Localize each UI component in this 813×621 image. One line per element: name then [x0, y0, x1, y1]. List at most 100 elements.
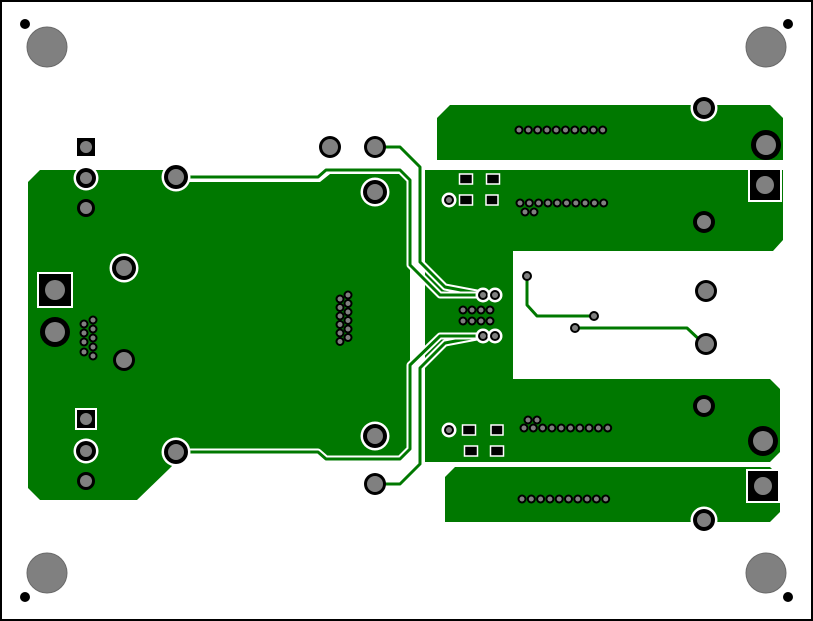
- via-drill: [536, 200, 542, 206]
- via-drill: [593, 496, 599, 502]
- via-drill: [525, 417, 531, 423]
- square-pad-drill: [80, 141, 92, 153]
- through-hole-pad-drill: [753, 431, 773, 451]
- through-hole-pad-drill: [367, 139, 383, 155]
- through-hole-pad-drill: [80, 445, 92, 457]
- via-drill: [553, 127, 559, 133]
- via-drill: [460, 307, 466, 313]
- via-drill: [534, 417, 540, 423]
- through-hole-pad-drill: [756, 135, 776, 155]
- via-drill: [478, 307, 484, 313]
- via-drill: [601, 200, 607, 206]
- via-drill: [446, 427, 452, 433]
- trace: [375, 334, 483, 486]
- through-hole-pad-drill: [697, 215, 711, 229]
- via-drill: [345, 292, 351, 298]
- smd-pad: [461, 424, 477, 436]
- via-drill: [568, 425, 573, 431]
- trace: [176, 168, 493, 297]
- through-hole-pad-drill: [698, 336, 714, 352]
- through-hole-pad-drill: [698, 283, 714, 299]
- via-drill: [573, 200, 579, 206]
- via-drill: [564, 200, 569, 206]
- via-drill: [487, 307, 493, 313]
- through-hole-pad-drill: [168, 169, 184, 185]
- square-pad-drill: [45, 280, 65, 300]
- through-hole-pad-drill: [45, 322, 65, 342]
- smd-pad: [458, 173, 474, 185]
- via-drill: [603, 496, 609, 502]
- trace: [375, 145, 483, 296]
- square-pad-drill: [80, 413, 92, 425]
- via-drill: [492, 292, 498, 298]
- fiducial: [783, 592, 793, 602]
- via-drill: [566, 496, 571, 502]
- via-drill: [563, 127, 568, 133]
- via-drill: [460, 318, 466, 324]
- via-drill: [556, 496, 562, 502]
- via-drill: [554, 200, 560, 206]
- via-drill: [595, 425, 601, 431]
- smd-pad: [489, 445, 505, 457]
- via-drill: [530, 425, 536, 431]
- through-hole-pad-drill: [80, 475, 92, 487]
- via-drill: [581, 127, 587, 133]
- via-drill: [591, 313, 597, 319]
- via-drill: [547, 496, 553, 502]
- right-pour: [425, 170, 783, 462]
- via-drill: [590, 127, 596, 133]
- via-drill: [575, 496, 581, 502]
- via-drill: [549, 425, 555, 431]
- via-drill: [600, 127, 606, 133]
- via-drill: [531, 209, 537, 215]
- via-drill: [540, 425, 546, 431]
- through-hole-pad-drill: [697, 399, 711, 413]
- via-drill: [577, 425, 583, 431]
- top-right-pour: [437, 105, 783, 160]
- mounting-hole: [26, 26, 68, 68]
- bottom-right-pour: [445, 467, 780, 522]
- copper-pours: [28, 105, 783, 522]
- through-hole-pad-drill: [116, 352, 132, 368]
- via-drill: [538, 496, 544, 502]
- via-drill: [90, 353, 96, 359]
- via-drill: [480, 333, 486, 339]
- via-drill: [345, 318, 351, 323]
- left-pour: [28, 170, 410, 500]
- through-hole-pad-drill: [168, 444, 184, 460]
- via-drill: [522, 209, 528, 215]
- via-drill: [572, 325, 578, 331]
- via-drill: [478, 318, 484, 324]
- through-hole-pad-drill: [116, 260, 132, 276]
- fiducial: [783, 19, 793, 29]
- via-drill: [90, 335, 96, 341]
- mounting-hole: [26, 552, 68, 594]
- smd-pad: [485, 173, 501, 185]
- via-drill: [90, 344, 96, 350]
- via-drill: [90, 326, 96, 332]
- via-drill: [81, 321, 87, 327]
- via-drill: [337, 339, 343, 344]
- via-drill: [545, 200, 551, 206]
- via-drill: [345, 301, 351, 306]
- via-drill: [524, 273, 530, 279]
- via-drill: [469, 307, 475, 313]
- smd-pad: [463, 445, 479, 457]
- trace: [176, 334, 493, 461]
- through-hole-pad-drill: [80, 172, 92, 184]
- via-drill: [337, 313, 343, 319]
- via-drill: [582, 200, 588, 206]
- through-hole-pad-drill: [697, 513, 711, 527]
- trace: [525, 276, 594, 318]
- via-drill: [525, 127, 531, 133]
- via-drill: [345, 326, 351, 332]
- via-drill: [517, 200, 523, 206]
- mounting-hole: [745, 552, 787, 594]
- smd-pad: [458, 194, 474, 206]
- via-drill: [519, 496, 525, 502]
- via-drill: [605, 425, 611, 431]
- through-hole-pad-drill: [322, 139, 338, 155]
- via-drill: [90, 317, 96, 323]
- via-drill: [81, 330, 87, 336]
- square-pad-drill: [756, 176, 774, 194]
